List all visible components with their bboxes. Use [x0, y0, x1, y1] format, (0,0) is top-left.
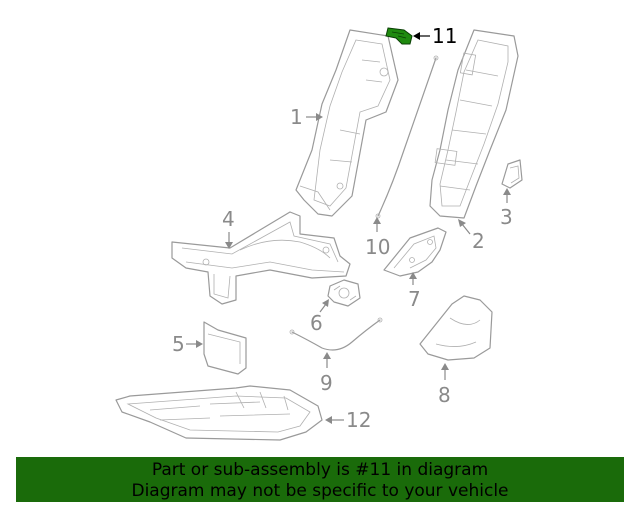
part-12-base-tray[interactable]	[115, 385, 323, 441]
callout-10: 10	[365, 217, 390, 259]
callout-4: 4	[222, 207, 235, 249]
parts-diagram: 1 2 3 4 5 6 7 8 9	[115, 24, 523, 441]
callout-7: 7	[408, 272, 421, 311]
part-11-release-handle[interactable]	[385, 27, 413, 45]
part-5-side-cover[interactable]	[203, 321, 247, 375]
svg-text:3: 3	[500, 205, 513, 229]
callout-5: 5	[172, 332, 203, 356]
part-7-side-shield[interactable]	[383, 227, 447, 277]
part-3-latch-cover[interactable]	[501, 159, 523, 189]
callout-3: 3	[500, 188, 513, 229]
callout-11: 11	[413, 24, 457, 48]
svg-text:11: 11	[432, 24, 457, 48]
part-info-banner: Part or sub-assembly is #11 in diagram D…	[16, 457, 624, 502]
callout-8: 8	[438, 363, 451, 407]
svg-text:10: 10	[365, 235, 390, 259]
callout-1: 1	[290, 105, 323, 129]
banner-line-part: Part or sub-assembly is #11 in diagram	[151, 460, 489, 480]
callout-2: 2	[458, 219, 485, 253]
part-10-long-cable[interactable]	[375, 55, 439, 219]
callout-6: 6	[310, 299, 329, 335]
part-6-recliner[interactable]	[327, 279, 361, 307]
callout-12: 12	[325, 408, 371, 432]
svg-text:9: 9	[320, 371, 333, 395]
part-1-seatback-frame[interactable]	[295, 29, 399, 217]
part-2-seatback-panel[interactable]	[429, 29, 519, 219]
part-8-seat-pad[interactable]	[419, 295, 493, 361]
svg-text:8: 8	[438, 383, 451, 407]
svg-text:5: 5	[172, 332, 185, 356]
svg-text:4: 4	[222, 207, 235, 231]
svg-text:2: 2	[472, 229, 485, 253]
svg-text:6: 6	[310, 311, 323, 335]
part-9-cable[interactable]	[289, 317, 383, 351]
svg-text:12: 12	[346, 408, 371, 432]
callout-9: 9	[320, 352, 333, 395]
svg-text:1: 1	[290, 105, 303, 129]
part-4-seat-frame[interactable]	[171, 211, 351, 305]
banner-line-disclaimer: Diagram may not be specific to your vehi…	[131, 481, 509, 501]
svg-text:7: 7	[408, 287, 421, 311]
